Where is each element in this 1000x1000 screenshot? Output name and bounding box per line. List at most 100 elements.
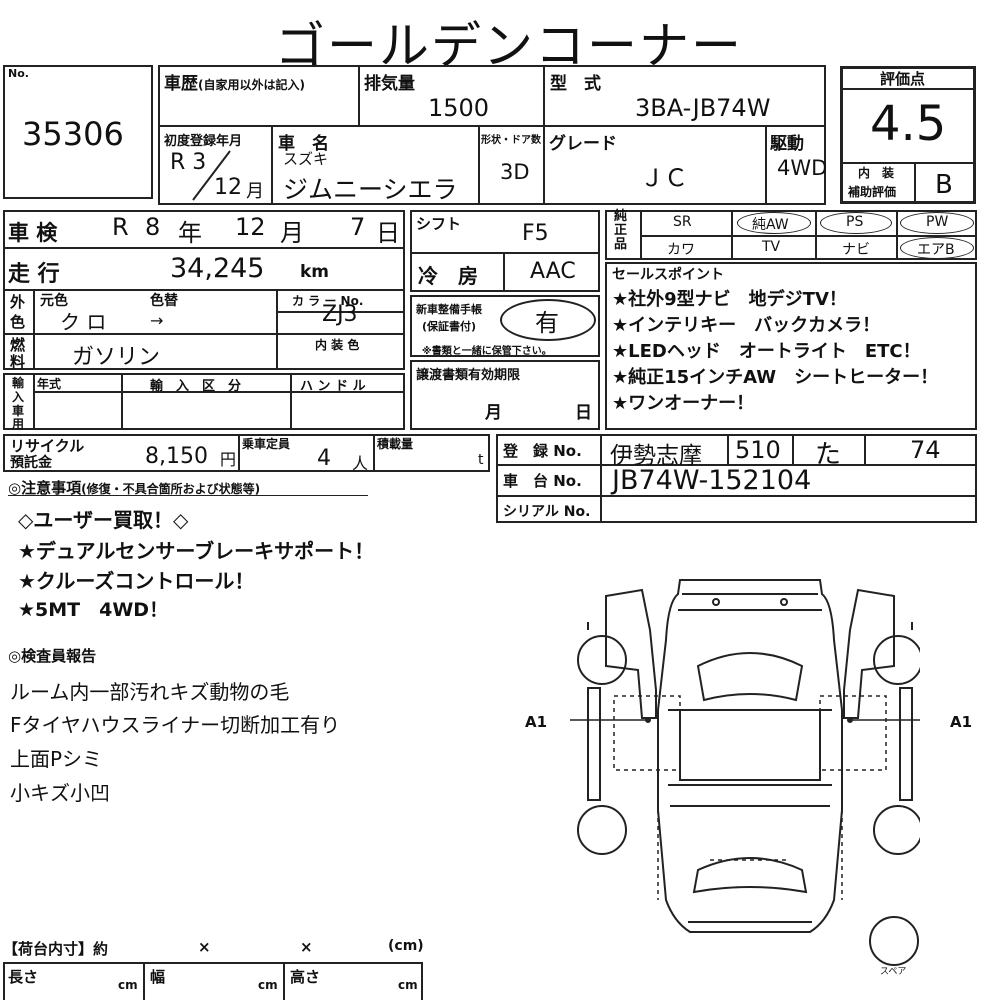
load-unit: t — [478, 452, 484, 468]
registration-area: 伊勢志摩 — [610, 443, 702, 469]
inspector-line: ルーム内一部汚れキズ動物の毛 — [10, 680, 290, 704]
transfer-day-unit: 日 — [575, 403, 592, 423]
top-info-grid — [158, 65, 826, 205]
cargo-unit: (cm) — [388, 938, 424, 954]
manual-label-2: (保証書付) — [422, 320, 477, 333]
manual-label-1: 新車整備手帳 — [416, 303, 482, 316]
sales-line: ★インテリキー バックカメラ！ — [612, 315, 881, 336]
color-side-1: 外 — [10, 293, 26, 311]
cargo-x2: × — [300, 938, 313, 956]
color-code-label: カ ラ ー No. — [292, 294, 364, 308]
chassis-label: 車 台 No. — [503, 472, 582, 490]
equip-pw: PW — [926, 214, 949, 230]
chassis-value: JB74W-152104 — [612, 465, 812, 496]
equip-ps: PS — [846, 214, 864, 230]
inspector-line: 上面Pシミ — [10, 747, 103, 771]
lot-number: 35306 — [22, 115, 124, 153]
recycle-value: 8,150 — [145, 444, 208, 469]
car-name-label: 車 名 — [278, 134, 329, 154]
grade-value: ＪＣ — [640, 164, 688, 192]
equip-circle-ps — [820, 212, 892, 234]
score-value: 4.5 — [870, 96, 947, 152]
capacity-label: 乗車定員 — [242, 437, 291, 451]
color-interior-label: 内 装 色 — [315, 338, 360, 352]
cargo-length: 長さ — [8, 968, 39, 986]
car-rear-window — [692, 857, 808, 894]
equip-circle-airbag — [900, 237, 974, 259]
cargo-width-unit: cm — [258, 978, 278, 992]
fuel-label-1: 燃 — [10, 336, 26, 354]
shape-label: 形状・ドア数 — [481, 135, 541, 146]
import-year-label: 年式 — [37, 377, 62, 391]
cargo-grid — [3, 962, 423, 1000]
score-label: 評価点 — [880, 70, 926, 88]
import-handle-label: ハ ン ド ル — [300, 379, 366, 394]
transfer-box — [410, 360, 600, 430]
color-code: ZJ3 — [322, 302, 358, 327]
equip-sr: SR — [673, 214, 692, 230]
first-reg-slash — [192, 150, 231, 201]
drive-label: 駆動 — [770, 134, 804, 154]
recycle-label-2: 預託金 — [10, 455, 52, 471]
inspection-day-unit: 日 — [376, 219, 400, 247]
load-label: 積載量 — [377, 437, 414, 451]
cargo-length-unit: cm — [118, 978, 138, 992]
first-reg-month-unit: 月 — [246, 181, 264, 202]
notes-line: ★5MT 4WD！ — [18, 599, 169, 621]
first-reg-label: 初度登録年月 — [164, 134, 243, 149]
model-value: 3BA-JB74W — [635, 94, 771, 122]
sales-line: ★社外9型ナビ 地デジTV！ — [612, 289, 847, 310]
capacity-unit: 人 — [352, 454, 369, 473]
wheel-front-right — [873, 635, 920, 685]
car-roof — [679, 709, 821, 781]
transfer-label: 譲渡書類有効期限 — [416, 368, 521, 383]
cargo-height: 高さ — [290, 968, 321, 986]
history-sub: (自家用以外は記入) — [198, 78, 305, 92]
inspection-month: 12 — [235, 213, 266, 241]
lot-box — [3, 65, 153, 199]
sales-points-box — [605, 262, 977, 430]
notes-line: ★デュアルセンサーブレーキサポート！ — [18, 539, 375, 563]
ac-label: 冷 房 — [418, 264, 478, 288]
damage-mark-right: A1 — [950, 713, 973, 731]
model-label: 型 式 — [550, 74, 601, 94]
shape-value: 3D — [500, 160, 530, 184]
equip-circle-pw — [900, 212, 974, 234]
equip-aw: 純AW — [752, 217, 789, 233]
inspection-era: R — [112, 213, 129, 241]
inspector-label: ◎検査員報告 — [8, 647, 97, 665]
door-right — [843, 588, 895, 719]
registration-kana: た — [815, 440, 842, 470]
inspection-year-unit: 年 — [178, 219, 202, 247]
car-body-outline — [657, 579, 843, 933]
registration-number: 74 — [910, 436, 941, 464]
notes-label-text: ◎注意事項 — [8, 479, 82, 497]
notes-label: ◎注意事項(修復・不具合箇所および状態等) — [8, 477, 260, 498]
sales-label: セールスポイント — [612, 267, 724, 283]
history-label-text: 車歴 — [164, 74, 198, 94]
fuel-label-2: 料 — [10, 353, 26, 371]
transfer-month-unit: 月 — [485, 403, 502, 423]
inspector-line: 小キズ小凹 — [10, 781, 110, 805]
registration-grid — [496, 434, 977, 523]
fuel-value: ガソリン — [72, 345, 161, 370]
registration-label: 登 録 No. — [503, 442, 582, 460]
serial-label: シリアル No. — [503, 504, 591, 520]
interior-label-2: 補助評価 — [848, 185, 897, 199]
manual-value: 有 — [535, 309, 559, 337]
color-change-label: 色替 — [150, 293, 178, 309]
dashed-panel-left — [613, 695, 681, 771]
manual-note: ※書類と一緒に保管下さい。 — [422, 346, 552, 357]
color-side-2: 色 — [10, 313, 26, 331]
manual-box — [410, 295, 600, 357]
grade-label: グレード — [549, 134, 617, 154]
manual-circle — [500, 299, 596, 341]
mileage-unit: km — [300, 262, 330, 282]
car-damage-diagram — [570, 579, 920, 933]
color-orig-label: 元色 — [40, 293, 68, 309]
equip-tv: TV — [762, 239, 781, 255]
equip-circle-aw — [737, 212, 811, 234]
color-orig: ク ロ — [60, 310, 107, 334]
ac-value: AAC — [530, 259, 576, 284]
sales-line: ★ワンオーナー！ — [612, 393, 755, 414]
